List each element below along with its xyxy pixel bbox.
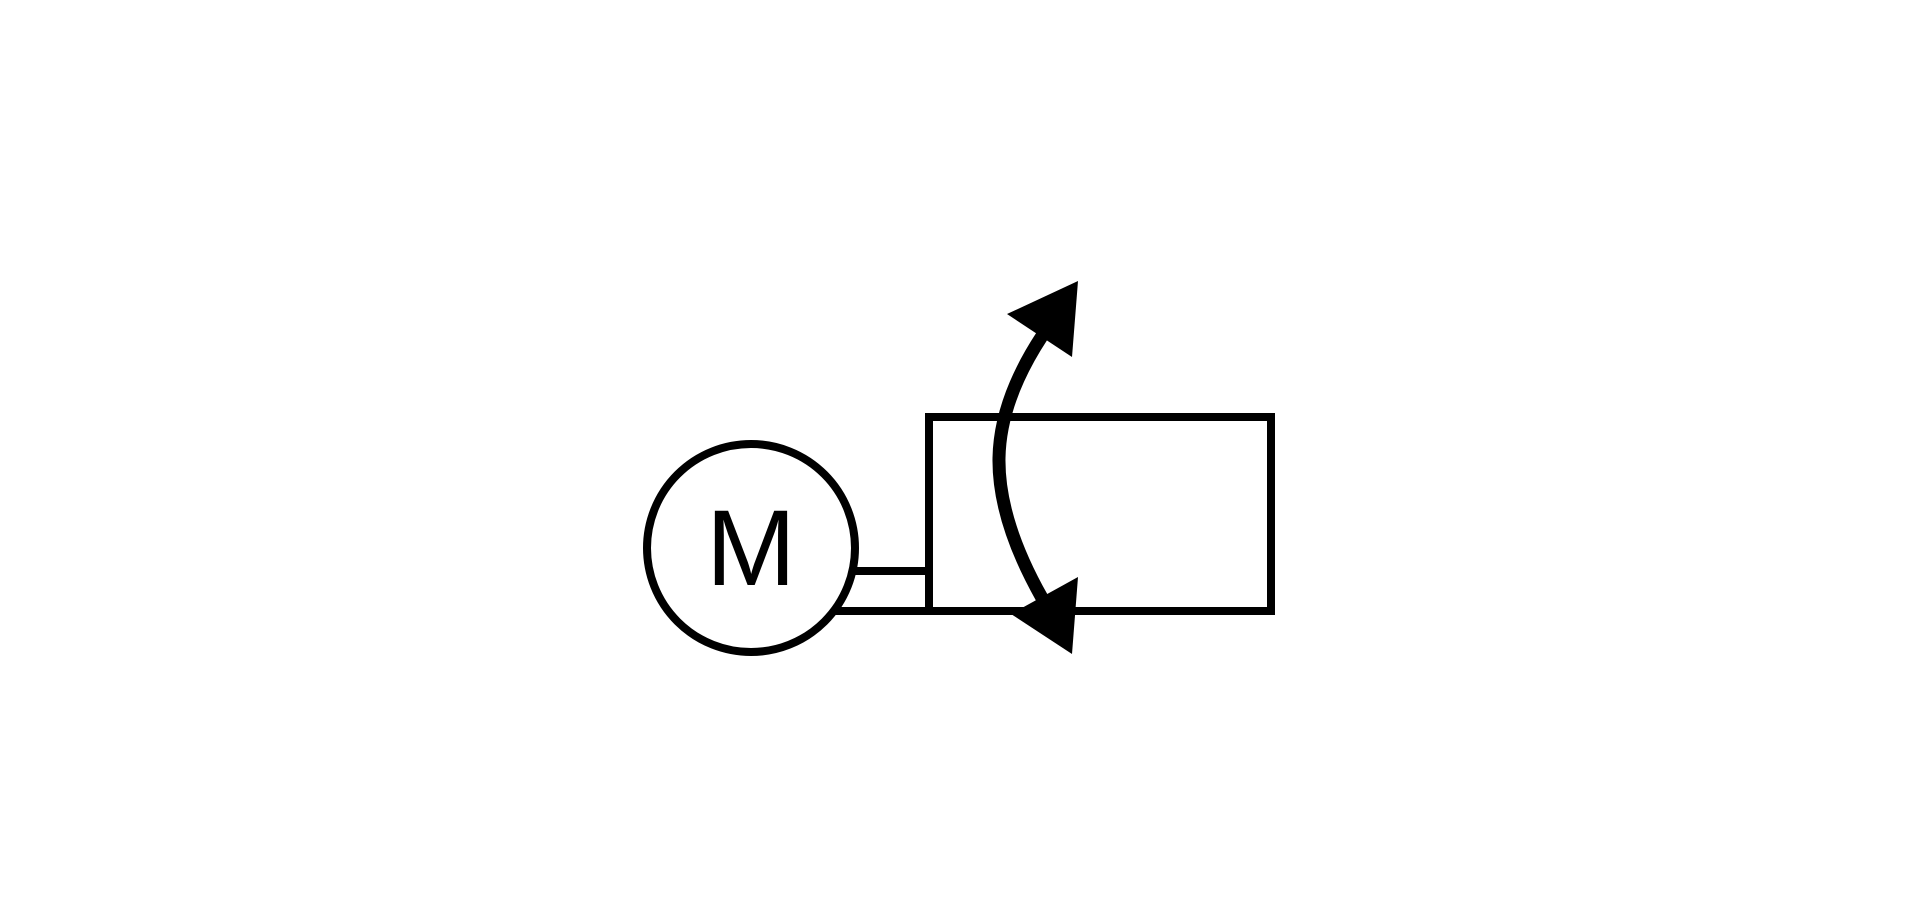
rotation-arrow-curve <box>992 332 1048 602</box>
motor-symbol: M <box>643 440 859 656</box>
motor-label: M <box>706 487 796 608</box>
load-body-rect <box>925 413 1275 615</box>
rotation-arrow-icon <box>992 281 1078 654</box>
arrow-head-up-icon <box>1007 281 1078 357</box>
arrow-head-down-icon <box>1011 577 1078 654</box>
motor-circle <box>643 440 859 656</box>
